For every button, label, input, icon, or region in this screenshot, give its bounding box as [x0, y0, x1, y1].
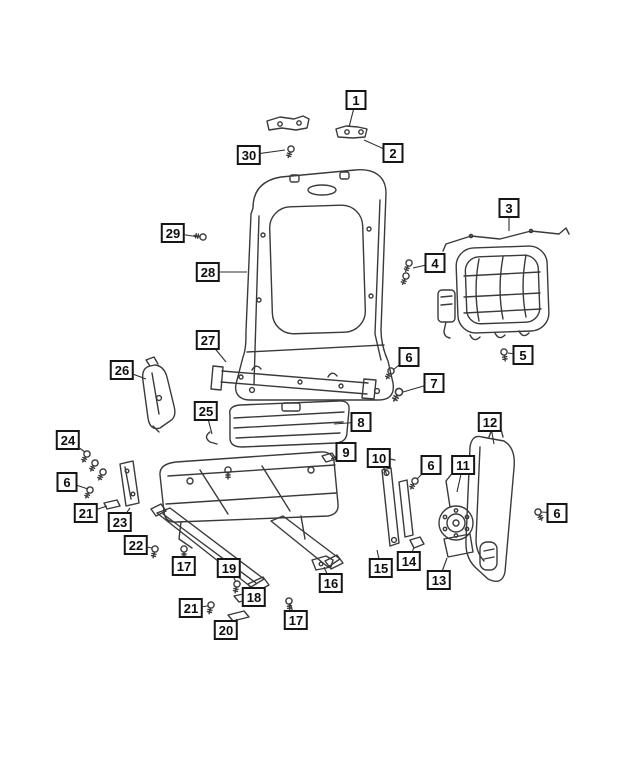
callout-12[interactable]: 12 — [477, 412, 503, 432]
callout-29[interactable]: 29 — [160, 223, 186, 243]
callout-15[interactable]: 15 — [368, 558, 394, 578]
seat-pan-drawing — [205, 400, 350, 463]
callout-17[interactable]: 17 — [171, 556, 197, 576]
callout-26[interactable]: 26 — [109, 360, 135, 380]
callout-10[interactable]: 10 — [366, 448, 392, 468]
callout-16[interactable]: 16 — [318, 573, 344, 593]
callout-6[interactable]: 6 — [56, 472, 78, 492]
callout-24[interactable]: 24 — [55, 430, 81, 450]
callout-20[interactable]: 20 — [213, 620, 239, 640]
callout-3[interactable]: 3 — [498, 198, 520, 218]
seatback-frame-drawing — [234, 169, 395, 401]
callout-2[interactable]: 2 — [382, 143, 404, 163]
callout-27[interactable]: 27 — [195, 330, 221, 350]
callout-13[interactable]: 13 — [426, 570, 452, 590]
callout-4[interactable]: 4 — [424, 253, 446, 273]
callout-1[interactable]: 1 — [345, 90, 367, 110]
lumbar-support-drawing — [437, 227, 570, 341]
callout-28[interactable]: 28 — [195, 262, 221, 282]
callout-7[interactable]: 7 — [423, 373, 445, 393]
left-side-shield-drawing — [141, 356, 176, 433]
callout-14[interactable]: 14 — [396, 551, 422, 571]
crossmember-drawing — [210, 365, 377, 400]
headrest-guide-brackets-drawing — [266, 115, 368, 139]
left-mount-bracket-drawing — [103, 460, 140, 510]
callout-17[interactable]: 17 — [283, 610, 309, 630]
callout-21[interactable]: 21 — [73, 503, 99, 523]
right-side-shield-drawing — [465, 428, 515, 582]
callout-22[interactable]: 22 — [123, 535, 149, 555]
callout-30[interactable]: 30 — [236, 145, 262, 165]
callout-8[interactable]: 8 — [350, 412, 372, 432]
callout-11[interactable]: 11 — [451, 455, 475, 475]
callout-19[interactable]: 19 — [216, 558, 242, 578]
callout-6[interactable]: 6 — [420, 455, 442, 475]
callout-6[interactable]: 6 — [398, 347, 420, 367]
callout-6[interactable]: 6 — [546, 503, 568, 523]
callout-5[interactable]: 5 — [512, 345, 534, 365]
callout-18[interactable]: 18 — [241, 587, 267, 607]
callout-25[interactable]: 25 — [193, 401, 219, 421]
callout-23[interactable]: 23 — [107, 512, 133, 532]
callout-9[interactable]: 9 — [335, 442, 357, 462]
callout-21[interactable]: 21 — [178, 598, 204, 618]
